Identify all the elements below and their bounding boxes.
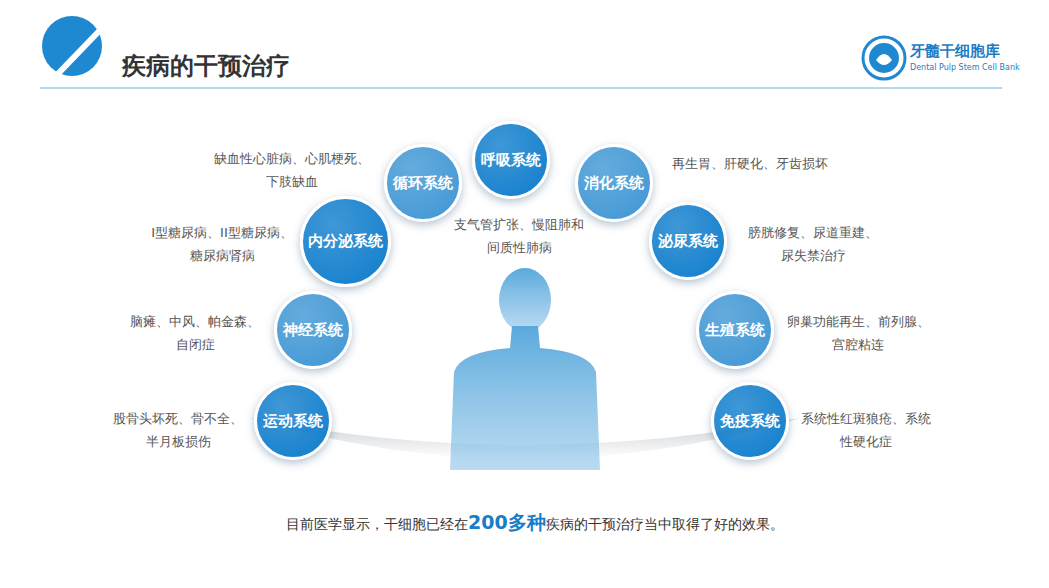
system-node: 呼吸系统支气管扩张、慢阻肺和间质性肺病 — [472, 121, 550, 199]
logo-mark — [876, 54, 892, 65]
header-dot — [42, 16, 102, 76]
system-node: 泌尿系统膀胱修复、尿道重建、尿失禁治疗 — [649, 202, 727, 280]
disease-list: 缺血性心脏病、心肌梗死、下肢缺血 — [212, 147, 372, 193]
system-name: 内分泌系统 — [300, 196, 391, 287]
disease-list: 股骨头坏死、骨不全、半月板损伤 — [113, 407, 243, 453]
disease-list: 再生胃、肝硬化、牙齿损坏 — [665, 152, 835, 175]
system-node: 内分泌系统I型糖尿病、II型糖尿病、糖尿病肾病 — [300, 196, 391, 287]
system-node: 生殖系统卵巢功能再生、前列腺、宫腔粘连 — [696, 291, 774, 369]
disease-list: 卵巢功能再生、前列腺、宫腔粘连 — [786, 310, 931, 356]
caption: 目前医学显示，干细胞已经在200多种疾病的干预治疗当中取得了好的效果。 — [286, 510, 784, 536]
system-name: 呼吸系统 — [472, 121, 550, 199]
page-title: 疾病的干预治疗 — [122, 50, 290, 82]
logo-subtitle: Dental Pulp Stem Cell Bank — [910, 63, 1020, 72]
logo-name: 牙髓干细胞库 — [910, 42, 1000, 61]
disease-list: 膀胱修复、尿道重建、尿失禁治疗 — [746, 221, 881, 267]
system-node: 消化系统再生胃、肝硬化、牙齿损坏 — [575, 144, 653, 222]
disease-list: 脑瘫、中风、帕金森、自闭症 — [130, 310, 260, 356]
header-slash — [52, 26, 104, 80]
system-node: 循环系统缺血性心脏病、心肌梗死、下肢缺血 — [384, 144, 462, 222]
system-name: 免疫系统 — [711, 382, 789, 460]
system-node: 运动系统股骨头坏死、骨不全、半月板损伤 — [254, 382, 332, 460]
logo-ring — [863, 37, 905, 79]
header-rule — [40, 88, 1002, 89]
logo-core — [869, 43, 899, 73]
system-name: 消化系统 — [575, 144, 653, 222]
system-name: 泌尿系统 — [649, 202, 727, 280]
system-name: 运动系统 — [254, 382, 332, 460]
system-node: 神经系统脑瘫、中风、帕金森、自闭症 — [274, 291, 352, 369]
system-name: 循环系统 — [384, 144, 462, 222]
disease-list: 系统性红斑狼疮、系统性硬化症 — [799, 407, 934, 453]
disease-list: I型糖尿病、II型糖尿病、糖尿病肾病 — [147, 221, 297, 267]
human-silhouette — [450, 268, 600, 470]
disease-list: 支气管扩张、慢阻肺和间质性肺病 — [449, 213, 589, 259]
system-node: 免疫系统系统性红斑狼疮、系统性硬化症 — [711, 382, 789, 460]
system-name: 神经系统 — [274, 291, 352, 369]
system-name: 生殖系统 — [696, 291, 774, 369]
